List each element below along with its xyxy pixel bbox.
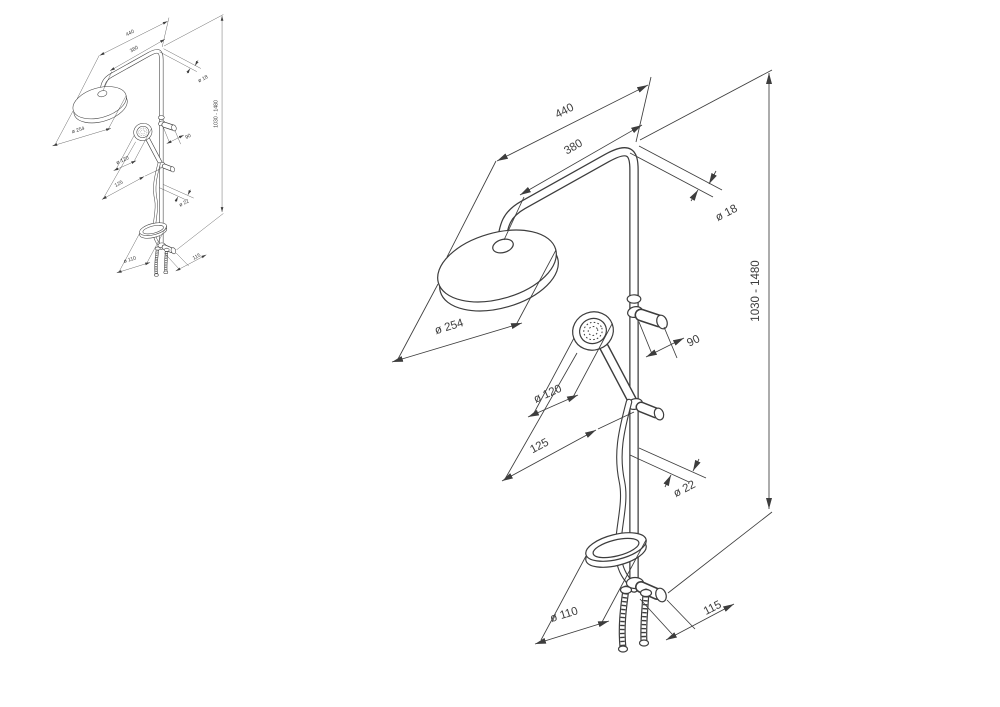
rain-shower-head: [437, 229, 559, 312]
main-drawing: 440 380 ø 18 1030 - 1480 ø 254: [391, 69, 773, 653]
dim-bottom-outlet-offset: 115: [639, 598, 735, 641]
hand-shower-holder: [627, 306, 668, 330]
dim-holder-offset: 90: [638, 321, 702, 359]
dim-label-115: 115: [702, 599, 724, 618]
pipe-joint-collar: [626, 294, 642, 304]
bottom-fittings: [617, 576, 667, 653]
dim-arm-reach: 380: [503, 124, 643, 241]
hand-shower-face: [572, 311, 614, 351]
soap-dish: [585, 532, 647, 568]
dim-label-o110: ø 110: [549, 605, 580, 625]
dim-label-125: 125: [528, 437, 551, 457]
dim-reach-overall: 440: [446, 76, 652, 258]
head-connector: [492, 238, 514, 254]
shower-hose: [614, 398, 635, 588]
dim-label-o18: ø 18: [714, 203, 740, 224]
dim-riser-pipe-diameter: ø 22: [629, 447, 707, 500]
wall-elbow: [655, 587, 667, 603]
dim-label-380: 380: [562, 137, 585, 157]
thumbnail-drawing: [52, 15, 223, 277]
dim-height-range: 1030 - 1480: [639, 69, 773, 594]
dim-top-pipe-diameter: ø 18: [629, 145, 740, 224]
slider-clamp: [627, 398, 665, 421]
dim-label-o22: ø 22: [672, 479, 698, 500]
flexible-connector-right: [638, 588, 653, 647]
flexible-connector-left: [617, 585, 633, 653]
dim-label-o254: ø 254: [433, 317, 465, 337]
dim-label-o120: ø 120: [532, 383, 564, 406]
dim-label-90: 90: [685, 333, 702, 350]
dim-label-height: 1030 - 1480: [750, 260, 762, 321]
dim-label-440: 440: [553, 102, 576, 121]
